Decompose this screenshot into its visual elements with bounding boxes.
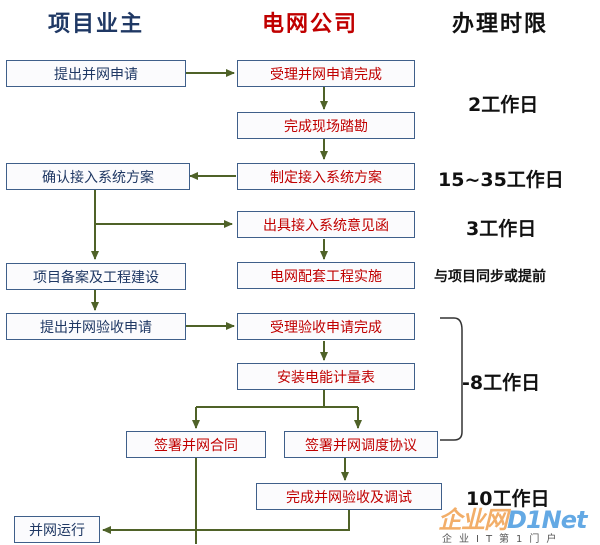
submit-acceptance-box: 提出并网验收申请: [6, 313, 186, 340]
supporting-works-box: 电网配套工程实施: [237, 262, 415, 289]
confirm-plan-box: 确认接入系统方案: [6, 163, 190, 190]
complete-acceptance-box: 完成并网验收及调试: [256, 483, 442, 510]
watermark-main-a: 企业网: [438, 506, 508, 534]
time-limit-acceptance: -8工作日: [462, 372, 541, 394]
grid-operation-box: 并网运行: [14, 516, 100, 543]
owner-column-header: 项目业主: [48, 12, 145, 37]
watermark-subtitle: 企业IT第1门户: [442, 534, 564, 545]
draft-plan-box: 制定接入系统方案: [237, 163, 415, 190]
arrow-complete-to-operation: [102, 509, 350, 534]
submit-application-box: 提出并网申请: [6, 60, 186, 87]
site-survey-box: 完成现场踏勘: [237, 112, 415, 139]
filing-construction-box: 项目备案及工程建设: [6, 263, 186, 290]
accept-application-box: 受理并网申请完成: [237, 60, 415, 87]
install-meter-box: 安装电能计量表: [237, 363, 415, 390]
opinion-letter-box: 出具接入系统意见函: [237, 211, 415, 238]
time-limit-survey: 2工作日: [468, 94, 539, 116]
time-limit-opinion: 3工作日: [466, 218, 537, 240]
time-limit-column-header: 办理时限: [452, 12, 549, 37]
eight-day-bracket: [440, 317, 463, 441]
sign-dispatch-box: 签署并网调度协议: [284, 431, 438, 458]
time-limit-supporting: 与项目同步或提前: [434, 269, 546, 285]
sign-contract-box: 签署并网合同: [126, 431, 266, 458]
site-watermark: 企业网D1Net 企业IT第1门户: [436, 502, 598, 545]
time-limit-debugging: 10工作日: [466, 488, 550, 510]
accept-acceptance-box: 受理验收申请完成: [237, 313, 415, 340]
grid-company-column-header: 电网公司: [262, 12, 359, 37]
time-limit-plan: 15~35工作日: [438, 169, 564, 191]
watermark-main-b: D1Net: [507, 506, 587, 534]
arrow-confirm-to-opinion: [94, 190, 233, 228]
